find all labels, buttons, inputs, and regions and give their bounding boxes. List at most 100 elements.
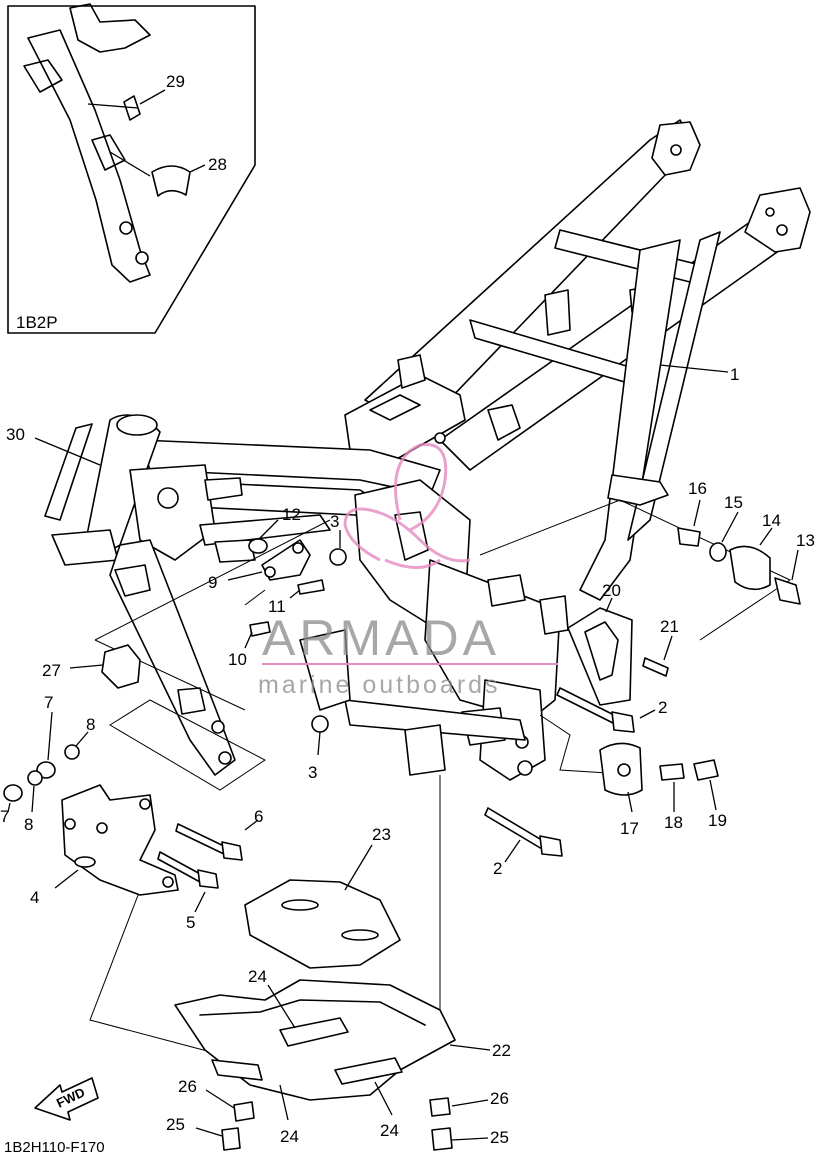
plate-slot: [341, 929, 379, 941]
leader-8a: [75, 731, 89, 747]
leader-30: [34, 437, 101, 466]
part-6-bolt-head: [221, 841, 243, 861]
part-23-plate: [244, 879, 401, 969]
leader-15: [721, 511, 739, 543]
leader-29b: [87, 103, 139, 109]
bracket-hole: [264, 566, 276, 578]
part-24-strip: [279, 1017, 349, 1047]
callout-10: 10: [228, 650, 247, 669]
part-16-bolt: [677, 527, 701, 547]
callout-26b: 26: [490, 1089, 509, 1108]
tab: [177, 687, 206, 715]
callout-2a: 2: [658, 698, 667, 717]
bracket-slot: [74, 856, 96, 868]
leader-22: [449, 1044, 491, 1051]
callout-24b: 24: [280, 1127, 299, 1146]
callout-26a: 26: [178, 1077, 197, 1096]
leader-24c: [374, 1081, 393, 1116]
leader-28: [189, 164, 206, 173]
part-27-cushion: [101, 644, 141, 689]
leader-26b: [451, 1099, 489, 1107]
callout-29: 29: [166, 72, 185, 91]
callout-13: 13: [796, 531, 815, 550]
leader-16: [693, 499, 701, 527]
inset-hole: [119, 221, 133, 235]
front-bracket-group: 4 6 5 7 8 7 8: [0, 693, 263, 932]
leader-20: [605, 597, 613, 613]
nut-3-group: 3 3: [308, 512, 347, 782]
part-21-bolt: [642, 657, 669, 677]
leader-13: [791, 549, 799, 581]
guide: [479, 499, 792, 641]
callout-8a: 8: [86, 715, 95, 734]
callout-22: 22: [492, 1041, 511, 1060]
callout-15: 15: [724, 493, 743, 512]
callout-16: 16: [688, 479, 707, 498]
callout-25b: 25: [490, 1128, 509, 1147]
part-13-collar: [774, 577, 801, 605]
tab: [487, 574, 526, 607]
part-14-bushing: [729, 545, 771, 591]
leader-2b: [504, 839, 521, 863]
leader-10: [244, 631, 253, 649]
part-4-bracket: [61, 784, 179, 896]
inset-panel: 29 28 1B2P: [7, 3, 256, 334]
part-26-collar-2: [429, 1097, 451, 1117]
leader-27: [69, 664, 104, 669]
fwd-arrow: FWD: [34, 1077, 99, 1121]
part-20-cutout: [584, 621, 619, 681]
part-25-bolt-2: [431, 1127, 453, 1151]
engine-hanger: [214, 539, 256, 563]
part-15-washer: [709, 542, 727, 562]
part-8-washer: [64, 744, 80, 760]
part-18-collar: [659, 763, 685, 781]
seat-box-cutout: [369, 394, 421, 421]
part-6-bolt-shank: [175, 823, 229, 856]
leader-3b: [317, 731, 321, 756]
leader-29: [139, 89, 166, 105]
callout-23: 23: [372, 825, 391, 844]
bolt-hole: [434, 432, 446, 444]
skid-mount: [404, 724, 446, 776]
callout-12: 12: [282, 505, 301, 524]
engine-bracket-group: 12 9 11 10: [208, 505, 325, 669]
bracket-hole: [64, 818, 76, 830]
part-8-washer-2: [27, 770, 43, 786]
front-down-tube: [109, 539, 236, 776]
bolt-hole: [776, 224, 788, 236]
rear-down-tube-2: [627, 231, 721, 541]
callout-2b: 2: [493, 859, 502, 878]
part-23-group: 23: [244, 825, 401, 969]
inset-label: 1B2P: [16, 313, 58, 332]
bracket-hole: [292, 542, 304, 554]
callout-1: 1: [730, 365, 739, 384]
inset-border: [7, 5, 256, 334]
rear-bracket-right: [744, 187, 811, 253]
part-1-main-frame: [139, 119, 811, 781]
leader-24b: [279, 1084, 289, 1121]
tab: [397, 354, 426, 389]
part-24-strip-2: [334, 1057, 403, 1085]
tab: [114, 564, 151, 597]
gusset-hole: [157, 487, 179, 509]
leader-23: [344, 844, 373, 891]
leader-14: [759, 527, 773, 546]
tab: [487, 404, 521, 441]
damper-hole: [617, 763, 631, 777]
fwd-arrow-shape: [34, 1077, 99, 1121]
callout-17: 17: [620, 819, 639, 838]
callout-5: 5: [186, 913, 195, 932]
callout-27: 27: [42, 661, 61, 680]
part-7-nut-2: [3, 784, 23, 802]
part-3-nut: [329, 548, 347, 566]
callout-30: 30: [6, 425, 25, 444]
guide: [109, 699, 266, 791]
leader-19: [709, 779, 717, 811]
pivot-hole: [517, 760, 533, 776]
part-22-group: 22 24 24 24: [174, 967, 511, 1146]
leader-1: [659, 364, 729, 373]
bolt-hole: [218, 751, 232, 765]
callout-4: 4: [30, 888, 39, 907]
part-17-group: 17 18 19: [599, 742, 727, 838]
